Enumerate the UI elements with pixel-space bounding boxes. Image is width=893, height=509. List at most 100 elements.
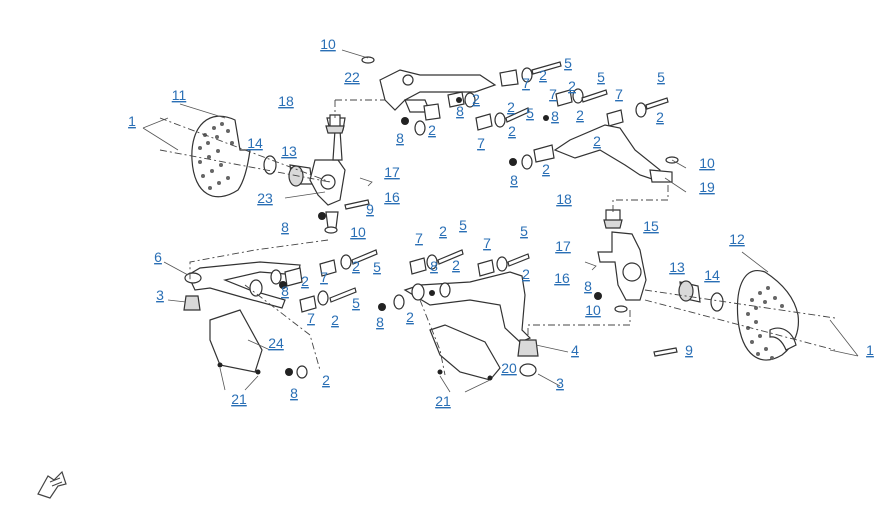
- callout-label[interactable]: 2: [508, 123, 516, 139]
- callout-label[interactable]: 5: [520, 223, 528, 239]
- callout-label[interactable]: 4: [571, 342, 579, 358]
- callout-label[interactable]: 17: [555, 238, 571, 254]
- callout-label[interactable]: 2: [472, 91, 480, 107]
- callout-label[interactable]: 8: [584, 278, 592, 294]
- callout-label[interactable]: 3: [156, 287, 164, 303]
- callout-label[interactable]: 8: [551, 108, 559, 124]
- callout-label[interactable]: 5: [597, 69, 605, 85]
- callout-label[interactable]: 15: [643, 218, 659, 234]
- callout-label[interactable]: 5: [526, 105, 534, 121]
- callout-label[interactable]: 16: [554, 270, 570, 286]
- callout-label[interactable]: 10: [699, 155, 715, 171]
- callout-label[interactable]: 14: [247, 135, 263, 151]
- callout-label[interactable]: 2: [439, 223, 447, 239]
- callout-label[interactable]: 13: [669, 259, 685, 275]
- callout-label[interactable]: 8: [281, 283, 289, 299]
- callout-label[interactable]: 2: [568, 78, 576, 94]
- callout-label[interactable]: 7: [483, 235, 491, 251]
- callout-label[interactable]: 7: [615, 86, 623, 102]
- upper-ball-joint-right: [603, 209, 623, 229]
- nut-8-right: [594, 292, 602, 300]
- callout-label[interactable]: 2: [406, 309, 414, 325]
- callout-label[interactable]: 7: [307, 310, 315, 326]
- callout-label[interactable]: 21: [231, 391, 247, 407]
- cotter-pin-right: [584, 261, 597, 271]
- callout-label[interactable]: 13: [281, 143, 297, 159]
- callout-label[interactable]: 20: [501, 360, 517, 376]
- callout-label[interactable]: 16: [384, 189, 400, 205]
- left-wheel-hub: [263, 155, 313, 187]
- callout-label[interactable]: 2: [522, 266, 530, 282]
- callout-label[interactable]: 5: [352, 295, 360, 311]
- callout-label[interactable]: 8: [456, 103, 464, 119]
- callout-label[interactable]: 1: [128, 113, 136, 129]
- callout-label[interactable]: 24: [268, 335, 284, 351]
- callout-label[interactable]: 2: [542, 161, 550, 177]
- callout-label[interactable]: 8: [430, 258, 438, 274]
- lower-left-a-arm: [183, 261, 301, 311]
- callout-label[interactable]: 8: [290, 385, 298, 401]
- callout-label[interactable]: 19: [699, 179, 715, 195]
- callout-label[interactable]: 2: [656, 109, 664, 125]
- callout-label[interactable]: 2: [593, 133, 601, 149]
- callout-label[interactable]: 7: [522, 75, 530, 91]
- callout-label[interactable]: 7: [477, 135, 485, 151]
- lower-right-bushings: [378, 249, 530, 311]
- callout-label[interactable]: 2: [352, 258, 360, 274]
- callout-label[interactable]: 2: [301, 273, 309, 289]
- callout-label[interactable]: 8: [281, 219, 289, 235]
- callout-label[interactable]: 6: [154, 249, 162, 265]
- callout-label[interactable]: 9: [366, 201, 374, 217]
- callout-label[interactable]: 23: [257, 190, 273, 206]
- right-skid-plate: [429, 324, 501, 381]
- callout-label[interactable]: 21: [435, 393, 451, 409]
- callout-label[interactable]: 8: [396, 130, 404, 146]
- callout-label[interactable]: 5: [657, 69, 665, 85]
- front-direction-arrow-icon: [37, 470, 67, 499]
- callout-label[interactable]: 7: [415, 230, 423, 246]
- callout-label[interactable]: 1: [866, 342, 874, 358]
- callout-label[interactable]: 2: [452, 257, 460, 273]
- callout-label[interactable]: 11: [172, 87, 187, 103]
- bolt-9-left: [344, 199, 370, 210]
- callout-leader-lines: [142, 49, 859, 393]
- callout-label[interactable]: 10: [320, 36, 336, 52]
- cotter-pin-left: [359, 177, 373, 187]
- callout-label[interactable]: 2: [331, 312, 339, 328]
- callout-label[interactable]: 18: [556, 191, 572, 207]
- callout-label[interactable]: 2: [576, 107, 584, 123]
- bolt-9-right: [653, 347, 678, 357]
- right-steering-knuckle: [597, 231, 647, 313]
- callout-label[interactable]: 2: [507, 99, 515, 115]
- upper-arm-bushings: [401, 61, 669, 170]
- callout-label[interactable]: 7: [549, 86, 557, 102]
- left-skid-plate: [209, 309, 263, 375]
- upper-ball-joint-left: [325, 114, 345, 134]
- callout-label[interactable]: 2: [428, 122, 436, 138]
- assembly-axis-lines: [159, 99, 836, 376]
- lower-left-bushings: [270, 249, 378, 379]
- callout-label[interactable]: 10: [350, 224, 366, 240]
- nut-8-left: [318, 212, 326, 220]
- callout-label[interactable]: 8: [510, 172, 518, 188]
- left-steering-knuckle: [309, 117, 346, 234]
- callout-label[interactable]: 17: [384, 164, 400, 180]
- callout-label[interactable]: 2: [539, 67, 547, 83]
- callout-label[interactable]: 5: [373, 259, 381, 275]
- callout-label[interactable]: 22: [344, 69, 360, 85]
- callout-label[interactable]: 9: [685, 342, 693, 358]
- callout-label[interactable]: 14: [704, 267, 720, 283]
- callout-label[interactable]: 2: [322, 372, 330, 388]
- callout-label[interactable]: 12: [729, 231, 745, 247]
- callout-label[interactable]: 5: [564, 55, 572, 71]
- right-brake-disc: [736, 270, 800, 361]
- callout-label[interactable]: 8: [376, 314, 384, 330]
- callout-label[interactable]: 3: [556, 375, 564, 391]
- callout-label[interactable]: 5: [459, 217, 467, 233]
- upper-left-a-arm: [361, 56, 497, 113]
- callout-label[interactable]: 18: [278, 93, 294, 109]
- callout-label[interactable]: 7: [320, 269, 328, 285]
- callout-label[interactable]: 10: [585, 302, 601, 318]
